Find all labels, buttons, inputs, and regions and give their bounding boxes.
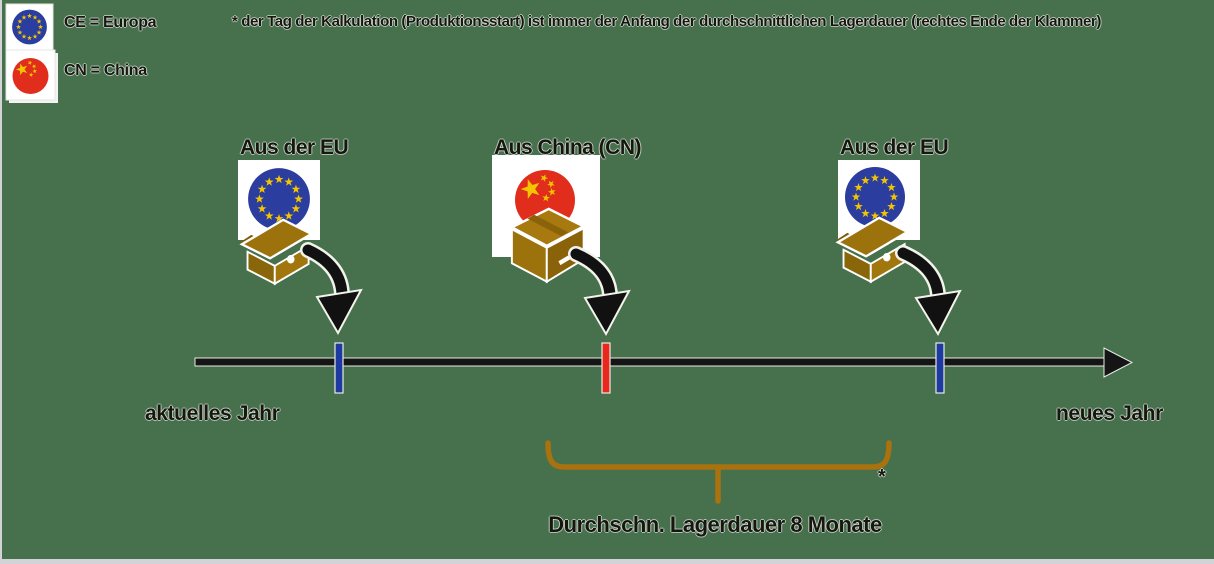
duration-bracket [545,440,892,504]
legend-eu-card [5,3,54,52]
timeline-start-label: aktuelles Jahr [145,402,280,425]
frame-edge-left [0,0,2,564]
curved-arrow-icon [895,245,962,337]
tick-eu-2 [935,342,945,394]
event-label-china: Aus China (CN) [494,136,642,159]
event-label-eu-1: Aus der EU [240,136,349,159]
frame-edge-bottom [0,559,1214,564]
legend-china-card [5,49,58,103]
timeline-arrowhead-icon [1103,347,1134,378]
tick-china [601,342,611,394]
timeline-end-label: neues Jahr [1056,402,1163,425]
legend-label-china: CN = China [64,62,147,79]
bracket-footnote-marker: * [878,466,886,488]
curved-arrow-icon [300,242,363,336]
event-label-eu-2: Aus der EU [840,136,949,159]
tick-eu-1 [334,342,344,394]
footnote-text: * der Tag der Kalkulation (Produktionsst… [232,13,1101,30]
timeline-axis [194,342,1134,394]
event-eu-1-graphic [238,160,363,336]
event-china-graphic [492,155,631,337]
legend-label-eu: CE = Europa [64,14,157,31]
bracket-label: Durchschn. Lagerdauer 8 Monate [548,512,882,537]
curved-arrow-icon [568,246,631,337]
event-eu-2-graphic [834,160,962,337]
